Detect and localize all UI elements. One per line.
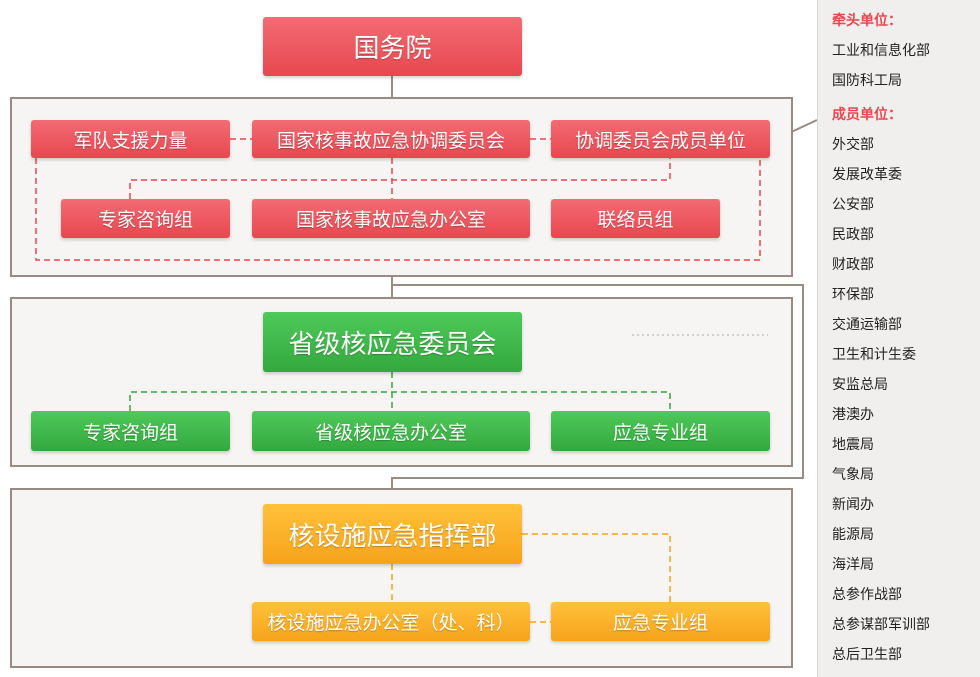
provincial-emergency-office-box: 省级核应急办公室	[252, 411, 530, 451]
provincial-specialist-group-box: 应急专业组	[551, 411, 770, 451]
facility-command-box: 核设施应急指挥部	[263, 504, 522, 564]
liaison-group-box: 联络员组	[551, 199, 720, 238]
state-council-box: 国务院	[263, 17, 522, 76]
national-emergency-office-box: 国家核事故应急办公室	[252, 199, 530, 238]
member-unit-item: 气象局	[832, 467, 874, 483]
member-unit-item: 港澳办	[832, 407, 874, 423]
member-unit-item: 公安部	[832, 197, 874, 213]
member-unit-item: 总参谋部军训部	[832, 617, 930, 633]
member-unit-item: 安监总局	[832, 377, 888, 393]
member-unit-item: 交通运输部	[832, 317, 902, 333]
connector-right-loop	[391, 277, 804, 489]
national-expert-group-box: 专家咨询组	[61, 199, 230, 238]
facility-specialist-group-box: 应急专业组	[551, 602, 770, 641]
lead-units-heading: 牵头单位：	[832, 13, 902, 29]
member-unit-item: 外交部	[832, 137, 874, 153]
lead-unit-item: 工业和信息化部	[832, 43, 930, 59]
member-unit-item: 能源局	[832, 527, 874, 543]
national-coordination-committee-box: 国家核事故应急协调委员会	[252, 120, 530, 158]
member-unit-item: 地震局	[832, 437, 874, 453]
provincial-committee-box: 省级核应急委员会	[263, 312, 522, 372]
member-unit-item: 海洋局	[832, 557, 874, 573]
member-unit-item: 总后卫生部	[832, 647, 902, 663]
member-unit-item: 发展改革委	[832, 167, 902, 183]
member-unit-item: 环保部	[832, 287, 874, 303]
lead-unit-item: 国防科工局	[832, 73, 902, 89]
member-unit-item: 新闻办	[832, 497, 874, 513]
member-unit-item: 财政部	[832, 257, 874, 273]
member-unit-item: 总参作战部	[832, 587, 902, 603]
provincial-expert-group-box: 专家咨询组	[31, 411, 230, 451]
military-support-box: 军队支援力量	[31, 120, 230, 158]
committee-member-units-box: 协调委员会成员单位	[551, 120, 770, 158]
member-units-heading: 成员单位：	[832, 107, 902, 123]
facility-office-box: 核设施应急办公室（处、科）	[252, 602, 530, 641]
member-unit-item: 卫生和计生委	[832, 347, 916, 363]
member-unit-item: 民政部	[832, 227, 874, 243]
member-units-sidebar: 牵头单位： 工业和信息化部 国防科工局 成员单位： 外交部 发展改革委 公安部 …	[817, 0, 980, 677]
